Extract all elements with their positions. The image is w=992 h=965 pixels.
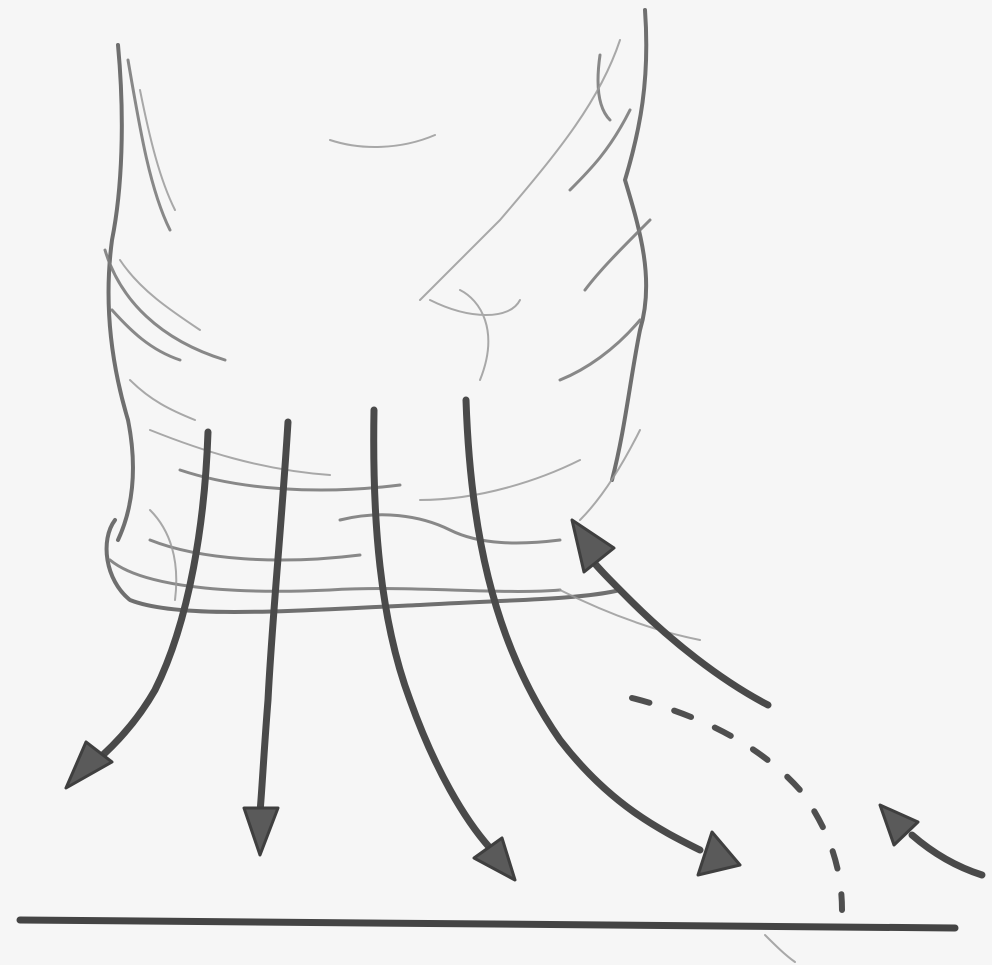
dashed-curve [632, 698, 842, 910]
column-base-roll-4 [150, 510, 700, 640]
downdraft-arrow-1 [66, 432, 208, 788]
column-left-hatch [120, 90, 200, 420]
downdraft-arrow-4 [466, 400, 740, 875]
column-base-roll-3 [180, 470, 560, 543]
column-right-hatch [420, 40, 640, 520]
downdraft-arrows [66, 400, 740, 880]
arrow-head-4 [698, 832, 740, 875]
arrow-head-3 [474, 838, 515, 880]
column-right-edge [612, 10, 646, 480]
ground-faint-stroke [765, 935, 795, 962]
downdraft-arrow-3 [374, 410, 515, 880]
column-left-edge [109, 45, 133, 540]
arrow-head-2 [244, 808, 278, 855]
ground-line [20, 920, 955, 928]
inflow-arrow-head-upper [572, 520, 614, 572]
column-top-stroke [330, 135, 435, 147]
column-inner-contour [150, 290, 580, 500]
inflow-arrow-lower [880, 805, 982, 875]
inflow-arrow-upper [572, 520, 768, 705]
